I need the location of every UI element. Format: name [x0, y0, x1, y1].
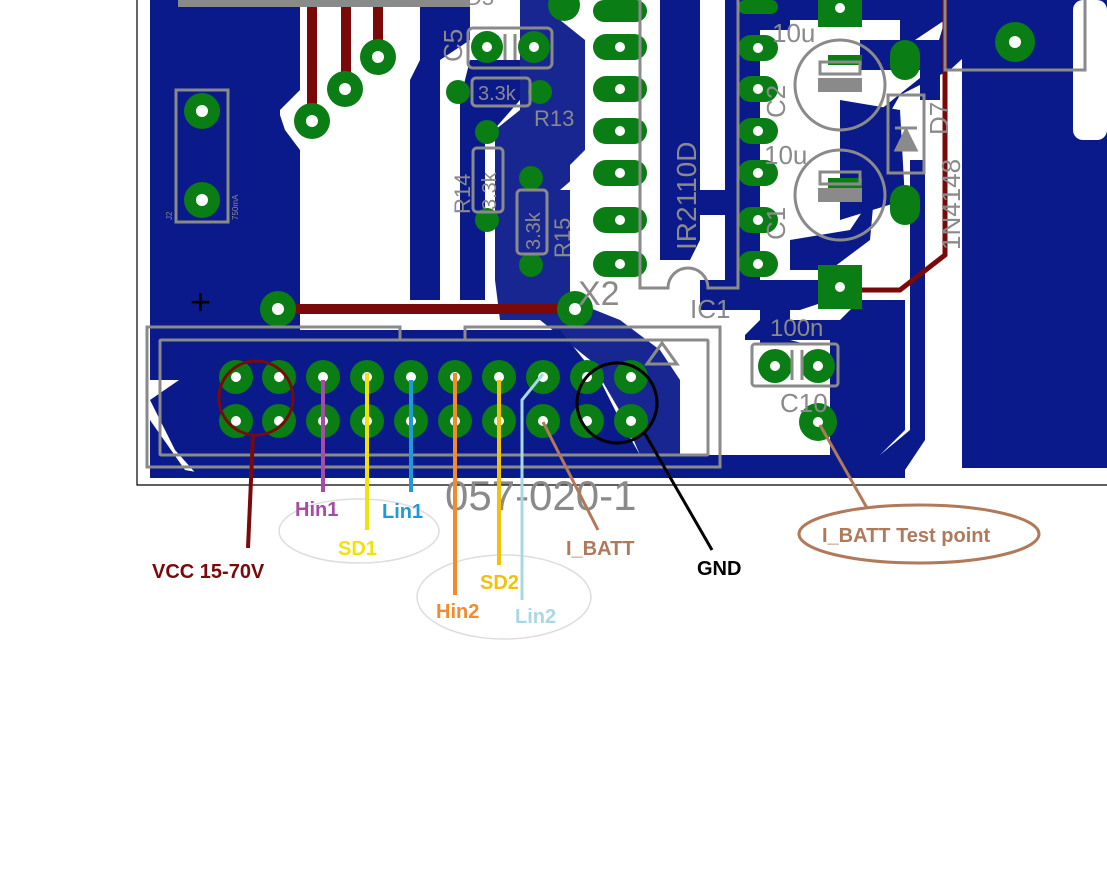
vcc-label: VCC 15-70V — [152, 561, 265, 583]
board-title: 057-020-1 — [445, 472, 636, 519]
r13-label: R13 — [534, 106, 574, 131]
ibatt-test-label: I_BATT Test point — [822, 525, 990, 547]
pcb-board: + D5 C5 3.3k R13 3.3k R14 3.3k R15 IR211… — [136, 0, 1107, 519]
c5-label: C5 — [438, 29, 468, 62]
diode-part: 1N4148 — [936, 159, 966, 250]
vcc-circle — [217, 359, 295, 437]
silkscreen — [145, 0, 1087, 469]
c2-value: 10u — [772, 18, 815, 48]
annotations: VCC 15-70V Hin1 SD1 Lin1 Hin2 SD2 Lin2 I… — [152, 359, 1041, 640]
ibatt-leader — [541, 421, 600, 531]
sd2-label: SD2 — [480, 572, 519, 594]
c2-label: C2 — [761, 85, 791, 118]
ic1-part: IR2110D — [671, 142, 702, 250]
hin1-label: Hin1 — [295, 499, 338, 521]
ibatt-test-leader — [818, 424, 869, 509]
gnd-circle — [575, 361, 659, 445]
x2-label: X2 — [578, 275, 620, 313]
r15-label: R15 — [550, 218, 575, 258]
lin1-label: Lin1 — [382, 501, 423, 523]
gnd-label: GND — [697, 558, 741, 580]
c10-label: C10 — [780, 388, 828, 418]
group2-ellipse — [416, 554, 592, 640]
lin2-label: Lin2 — [515, 606, 556, 628]
drill-holes — [196, 3, 1021, 427]
ic1-label: IC1 — [690, 294, 730, 324]
r14-label: R14 — [450, 174, 475, 214]
j-part: 750mA — [231, 194, 240, 220]
sd1-label: SD1 — [338, 538, 377, 560]
c1-value: 10u — [764, 140, 807, 170]
diode-label: D7 — [924, 102, 954, 135]
r13-value: 3.3k — [478, 83, 517, 105]
c10-value: 100n — [770, 315, 823, 342]
lin2-leader — [520, 373, 545, 600]
r15-value: 3.3k — [523, 211, 545, 250]
j-label: J2 — [165, 211, 174, 220]
hin2-label: Hin2 — [436, 601, 479, 623]
group1-ellipse — [278, 498, 440, 564]
copper-gaps — [305, 0, 1107, 360]
vcc-leader — [246, 434, 255, 549]
c1-label: C1 — [761, 207, 791, 240]
r14-value: 3.3k — [479, 171, 501, 210]
plus-sign: + — [190, 281, 211, 322]
ibatt-label: I_BATT — [566, 538, 635, 560]
d5-label: D5 — [466, 0, 494, 10]
gnd-leader — [642, 431, 714, 551]
board-outline — [136, 0, 1107, 486]
ibatt-test-ellipse — [797, 503, 1041, 565]
